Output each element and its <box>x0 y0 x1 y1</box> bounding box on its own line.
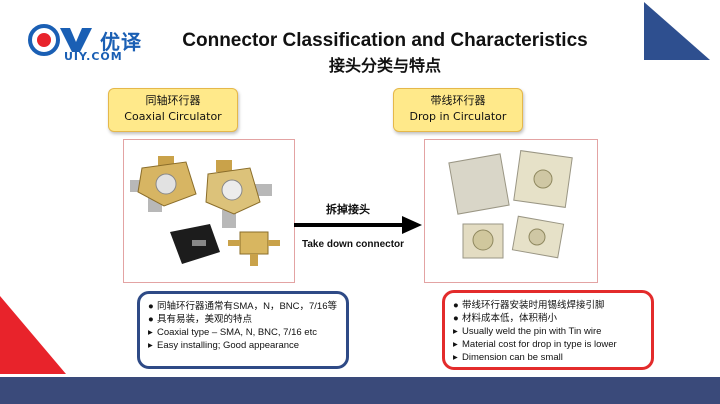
page-title: Connector Classification and Characteris… <box>182 30 588 51</box>
corner-triangle-top-right <box>644 2 710 60</box>
coaxial-label-en: Coaxial Circulator <box>124 110 222 123</box>
list-item: ●具有易装，美观的特点 <box>148 314 253 325</box>
logo-wordmark: 优译 <box>100 30 142 54</box>
coaxial-circulator-photo <box>123 139 295 283</box>
dropin-label-box: 带线环行器 Drop in Circulator <box>393 88 523 132</box>
corner-triangle-bottom-left <box>0 296 66 374</box>
coaxial-label-cn: 同轴环行器 <box>145 94 201 107</box>
coaxial-circulators-image <box>130 156 280 266</box>
company-logo: 优译 UIY.COM <box>24 20 164 68</box>
list-item: ▸Easy installing; Good appearance <box>148 340 300 351</box>
dropin-label-cn: 带线环行器 <box>430 94 486 107</box>
list-item: ▸Material cost for drop in type is lower <box>453 339 617 350</box>
coaxial-features-list: ●同轴环行器通常有SMA，N，BNC，7/16等 ●具有易装，美观的特点 ▸Co… <box>148 300 338 352</box>
right-arrow-icon <box>294 216 422 234</box>
arrow-label-en: Take down connector <box>302 239 405 250</box>
logo-mark-icon <box>28 24 92 56</box>
list-item: ▸Dimension can be small <box>453 352 563 363</box>
dropin-label-en: Drop in Circulator <box>409 110 507 123</box>
footer-bar <box>0 377 720 404</box>
arrow-label-cn: 拆掉接头 <box>326 203 370 216</box>
coaxial-features-box: ●同轴环行器通常有SMA，N，BNC，7/16等 ●具有易装，美观的特点 ▸Co… <box>137 291 349 369</box>
dropin-features-box: ●带线环行器安装时用锡线焊接引脚 ●材料成本低，体积稍小 ▸Usually we… <box>442 290 654 370</box>
page-subtitle: 接头分类与特点 <box>328 56 441 75</box>
dropin-features-list: ●带线环行器安装时用锡线焊接引脚 ●材料成本低，体积稍小 ▸Usually we… <box>453 299 643 364</box>
dropin-circulators-image <box>448 150 573 259</box>
list-item: ▸Coaxial type – SMA, N, BNC, 7/16 etc <box>148 327 317 338</box>
logo-url: UIY.COM <box>64 50 123 63</box>
list-item: ●同轴环行器通常有SMA，N，BNC，7/16等 <box>148 301 337 312</box>
list-item: ▸Usually weld the pin with Tin wire <box>453 326 602 337</box>
list-item: ●材料成本低，体积稍小 <box>453 313 558 324</box>
coaxial-label-box: 同轴环行器 Coaxial Circulator <box>108 88 238 132</box>
list-item: ●带线环行器安装时用锡线焊接引脚 <box>453 300 605 311</box>
dropin-circulator-photo <box>424 139 598 283</box>
